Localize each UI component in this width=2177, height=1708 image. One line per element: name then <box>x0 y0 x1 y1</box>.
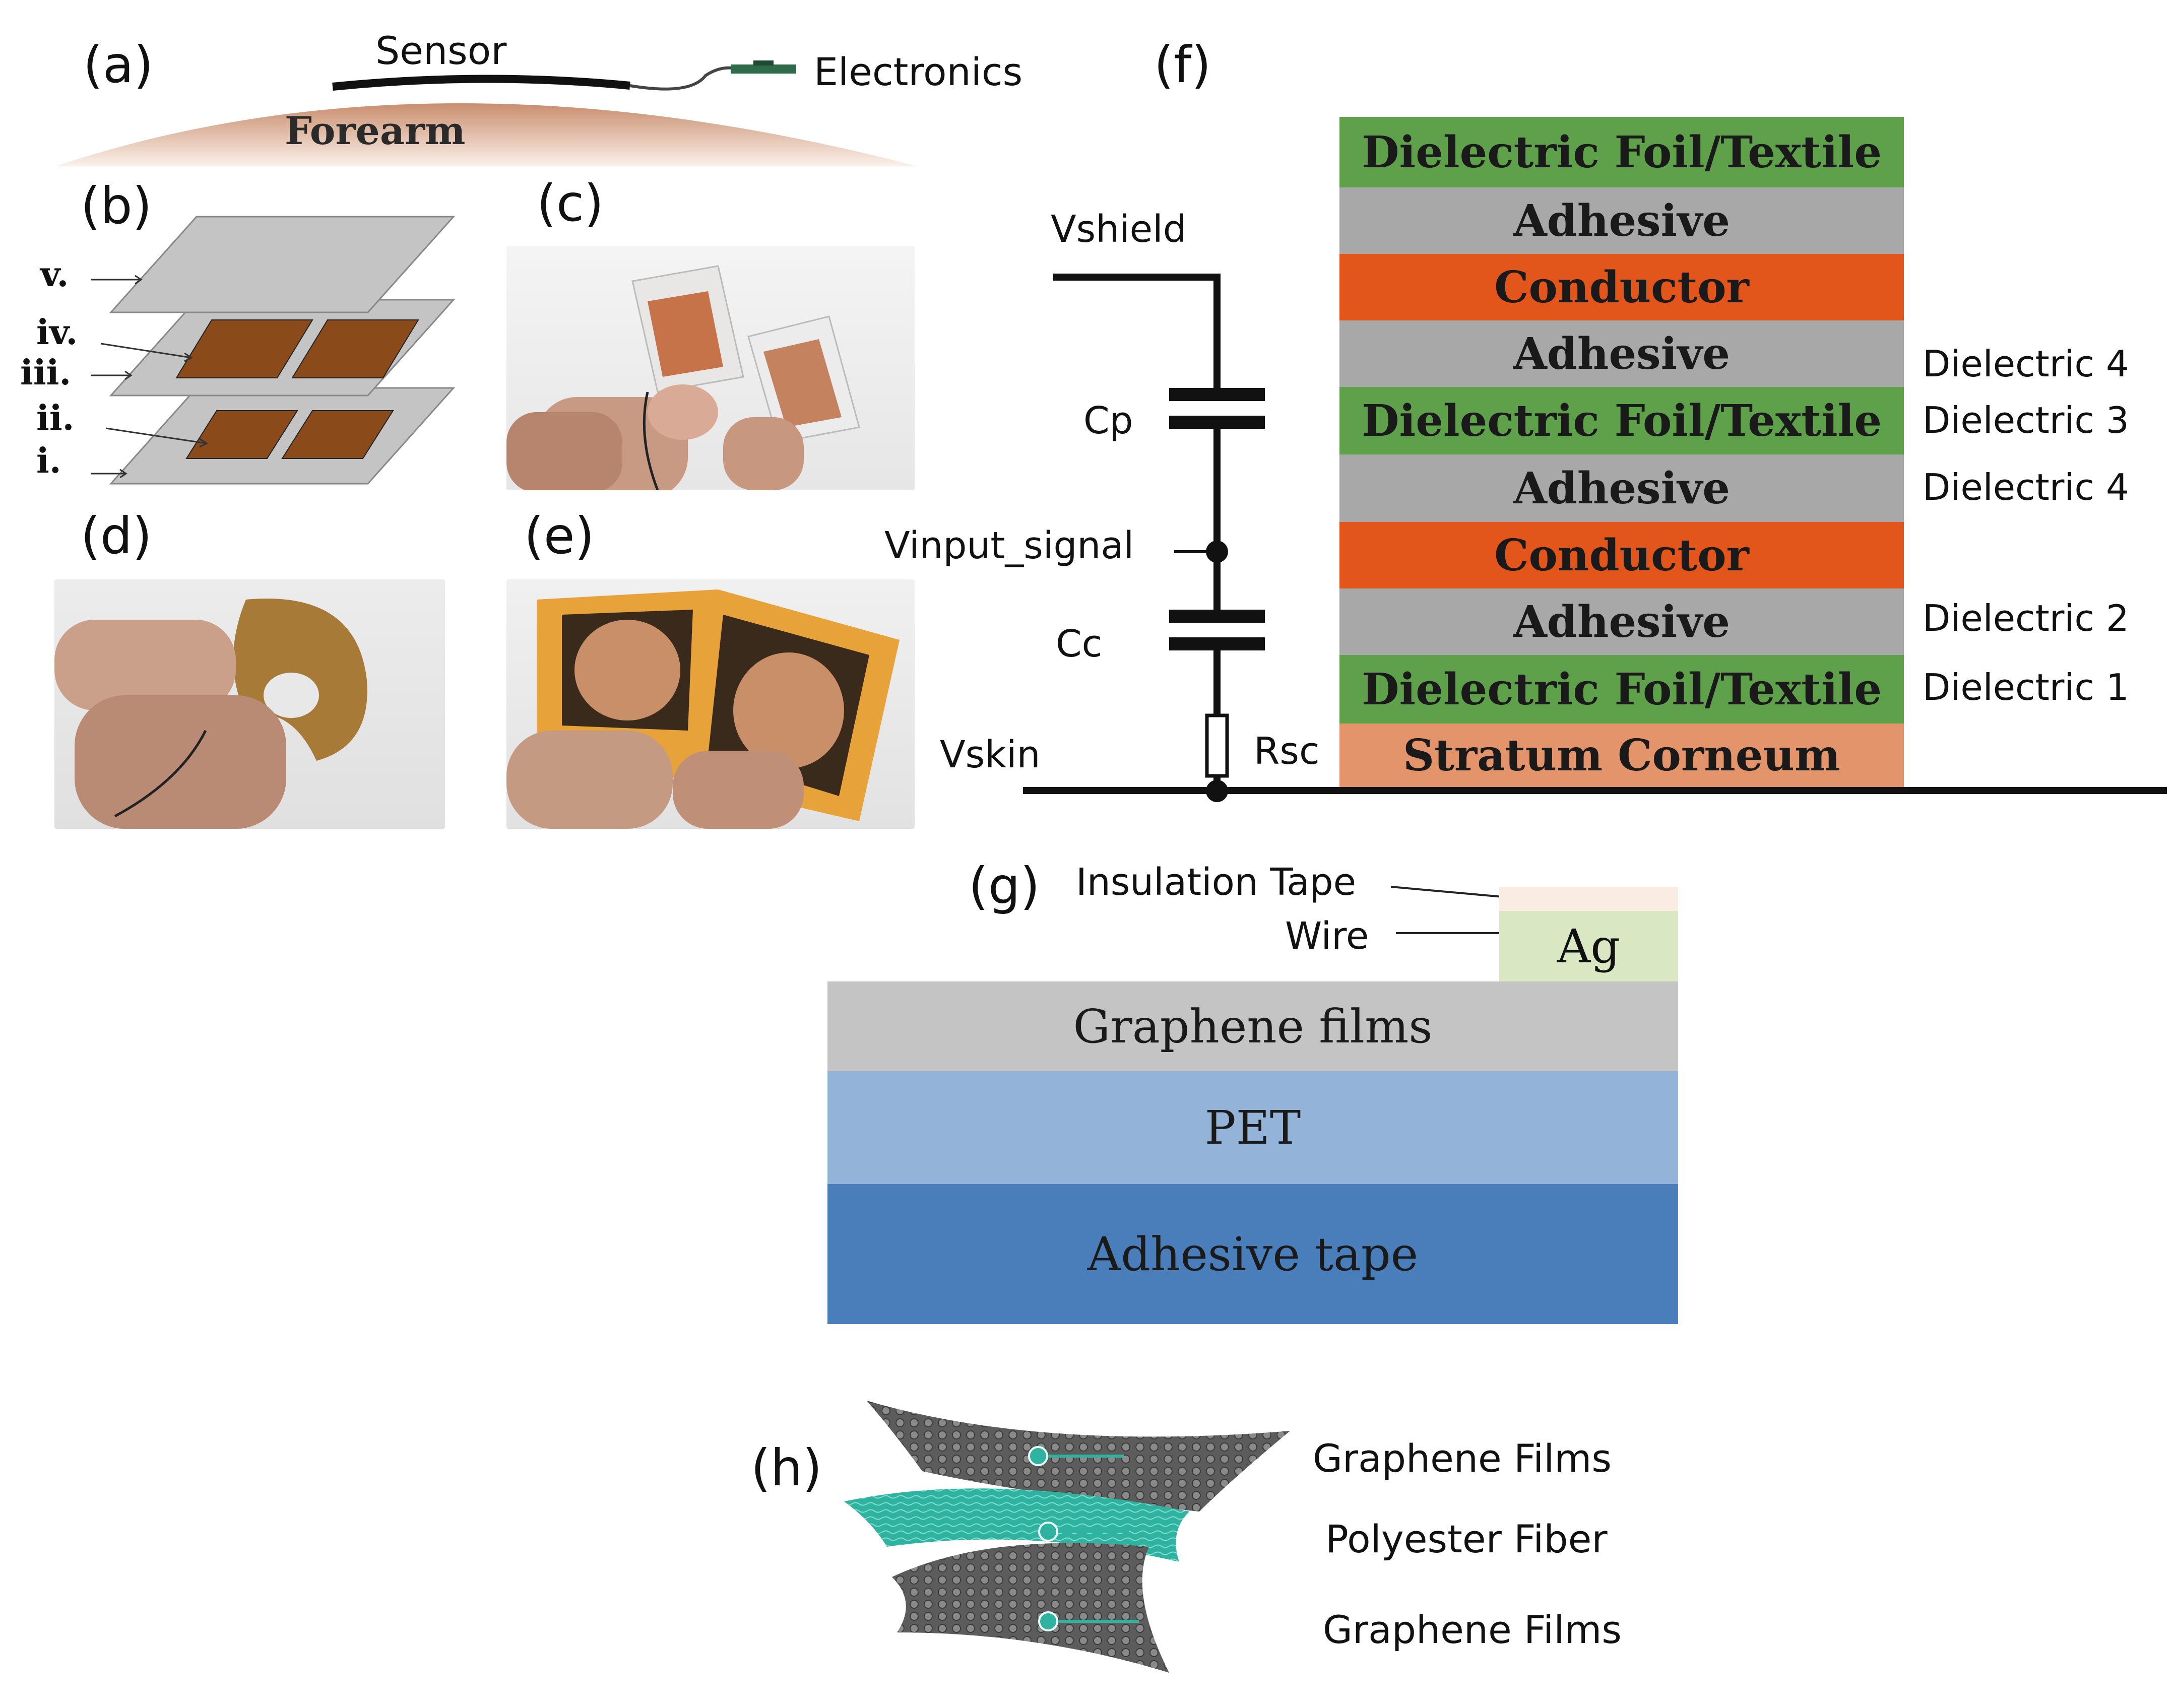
capacitor-cp-plate-top <box>1169 388 1265 401</box>
panel-label-c: (c) <box>537 174 604 233</box>
vinput-signal-label: Vinput_signal <box>884 524 1134 567</box>
equivalent-circuit <box>1053 274 1265 802</box>
rsc-label: Rsc <box>1254 730 1320 773</box>
stack-layer-conductor-bottom: Conductor <box>1339 522 1904 588</box>
stack-layer-adhesive-1: Adhesive <box>1339 187 1904 254</box>
dielectric-label-2: Dielectric 2 <box>1923 597 2129 639</box>
panel-label-d: (d) <box>81 506 152 565</box>
insulation-tape-layer <box>1499 887 1678 911</box>
stack-layer-dielectric-bottom: Dielectric Foil/Textile <box>1339 655 1904 724</box>
graphene-polyester-stack-illustration <box>844 1401 1290 1673</box>
stack-layer-conductor-top: Conductor <box>1339 254 1904 320</box>
layer-label-i: i. <box>36 441 61 481</box>
sheet-v <box>109 216 456 313</box>
electrode-iv-right <box>291 319 419 378</box>
photo-flexible-sensor-c <box>506 246 915 490</box>
cc-label: Cc <box>1056 622 1103 666</box>
node-vinput <box>1206 541 1228 563</box>
sensor-strip <box>332 75 630 91</box>
vshield-label: Vshield <box>1051 208 1187 251</box>
capacitor-cc-plate-top <box>1169 610 1265 623</box>
capacitor-cc-plate-bottom <box>1169 637 1265 650</box>
skin-ground-line <box>1023 787 2167 794</box>
layer-label-v: v. <box>40 254 69 295</box>
marker-graphene-top <box>1028 1446 1048 1466</box>
capacitor-cp-plate-bottom <box>1169 416 1265 429</box>
layer-label-ii: ii. <box>36 398 75 438</box>
panel-label-a: (a) <box>83 35 154 94</box>
graphene-films-label-bottom: Graphene Films <box>1323 1607 1622 1652</box>
layer-label-iv: iv. <box>36 312 78 353</box>
photo-sensor-d <box>54 579 445 829</box>
sensor-wire <box>629 66 736 91</box>
panel-label-g: (g) <box>969 857 1040 915</box>
electronics-board <box>731 64 796 74</box>
ag-layer: Ag <box>1499 911 1678 981</box>
forearm-label: Forearm <box>285 108 466 153</box>
stack-layer-stratum-corneum: Stratum Corneum <box>1339 724 1904 787</box>
vskin-label: Vskin <box>940 733 1041 776</box>
cp-label: Cp <box>1083 399 1133 442</box>
marker-graphene-bottom <box>1038 1611 1058 1631</box>
stack-layer-dielectric-top: Dielectric Foil/Textile <box>1339 117 1904 187</box>
graphene-films-layer: Graphene films <box>827 981 1678 1071</box>
sensor-label: Sensor <box>375 28 507 73</box>
polyester-fiber-label: Polyester Fiber <box>1325 1517 1608 1561</box>
photo-sensor-e <box>506 579 915 829</box>
electronics-label: Electronics <box>814 49 1023 94</box>
panel-label-e: (e) <box>524 506 595 565</box>
panel-label-b: (b) <box>81 176 152 235</box>
dielectric-label-4a: Dielectric 4 <box>1923 343 2129 385</box>
stack-layer-adhesive-2: Adhesive <box>1339 320 1904 387</box>
layered-sensor-diagram <box>91 216 456 485</box>
polyester-fiber-layer <box>844 1488 1189 1562</box>
ag-label: Ag <box>1557 919 1621 973</box>
insulation-tape-label: Insulation Tape <box>1076 861 1357 904</box>
marker-polyester <box>1038 1522 1058 1542</box>
forearm-shape <box>55 103 917 166</box>
wire-label: Wire <box>1285 914 1369 958</box>
layer-label-iii: iii. <box>20 353 72 393</box>
electrode-ii-right <box>281 410 394 459</box>
stack-layer-adhesive-3: Adhesive <box>1339 454 1904 522</box>
sheet-i <box>109 387 456 485</box>
stack-layer-dielectric-middle: Dielectric Foil/Textile <box>1339 387 1904 454</box>
dielectric-label-4b: Dielectric 4 <box>1923 466 2129 508</box>
graphene-films-label-top: Graphene Films <box>1313 1436 1612 1481</box>
panel-label-h: (h) <box>751 1438 822 1497</box>
dielectric-label-1: Dielectric 1 <box>1923 666 2129 708</box>
adhesive-tape-layer: Adhesive tape <box>827 1184 1678 1324</box>
stack-layer-adhesive-4: Adhesive <box>1339 588 1904 655</box>
panel-label-f: (f) <box>1154 35 1211 94</box>
forearm-illustration <box>55 60 917 166</box>
resistor-rsc <box>1205 713 1229 778</box>
dielectric-label-3: Dielectric 3 <box>1923 399 2129 441</box>
pet-layer: PET <box>827 1071 1678 1184</box>
graphene-film-bottom <box>892 1543 1169 1673</box>
